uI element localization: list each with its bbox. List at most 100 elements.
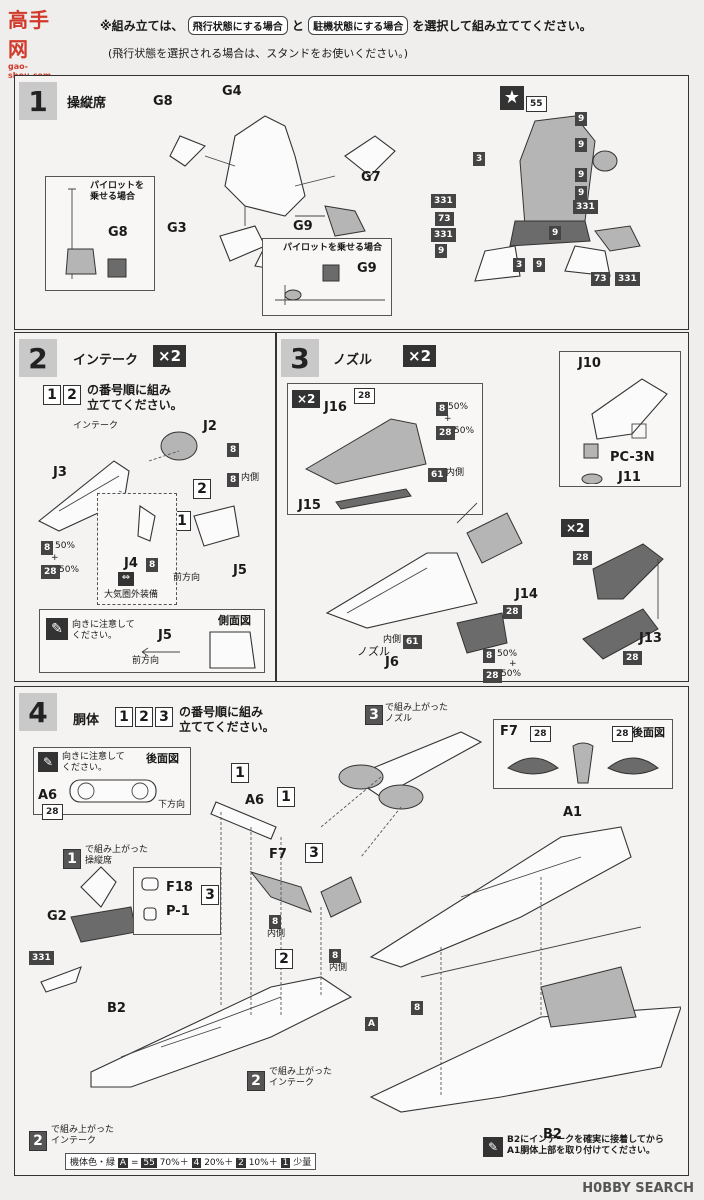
step4-part-a6: A6 [245,793,265,808]
step2-atmo-equip: 大気圏外装備 [104,590,159,600]
step2-note-drawing [141,631,256,669]
step3-mix-plus: + [444,414,452,424]
step4-rear-label: 後面図 [632,726,665,739]
step2-j4-drawing [137,505,156,542]
step2-paint-j5: 8 [227,473,240,487]
logo-glyph: 高手网 [8,8,50,61]
step3-nozzle-diagram [325,502,523,654]
step4-f7-paint2: 8 [329,949,342,963]
step3-mix-a-pct: 50% [448,402,469,412]
step3-j6-mix-a-pct: 50% [497,649,518,659]
step1-inset2-caption: パイロットを乗せる場合 [283,243,383,253]
step4-rear-part: F7 [500,724,518,739]
step4-body-color: 機体色・緑 [70,1158,116,1168]
step4-a1-paint: 8 [411,1001,424,1015]
step3-j6-inner-paint: 61 [403,635,422,649]
step4-mark-3a: 3 [305,843,323,863]
step4-callout-cockpit: で組み上がった 操縦席 [85,845,149,867]
step4-bottom-note-icon: ✎ [483,1137,503,1157]
step4-part-f7: F7 [269,847,287,862]
step1-inset2-part-g9: G9 [357,261,377,276]
step2-part-j4: J4 [124,556,138,571]
chip-flight: 飛行状態にする場合 [187,16,288,35]
step3-part-j10: J10 [578,356,601,371]
step2-note-box: ✎ 向きに注意して ください。 側面図 J5 前方向 [39,609,265,673]
step3-inset-j10: J10 PC-3N J11 [559,351,681,487]
step4-rear-drawing [507,742,659,784]
step4-f18-drawing [141,877,159,921]
formula-7: 10%＋ [248,1158,278,1168]
step2-mix-a: 8 [41,541,54,555]
step3-mix-b-pct: 50% [454,426,475,436]
step1-part-g9: G9 [293,219,313,234]
step2-order-2: 2 [63,385,81,405]
step4-mark-1b: 1 [277,787,295,807]
step4-mark-1a: 1 [231,763,249,783]
step1-paint-9g: 9 [549,226,562,240]
step1-part-g7: G7 [361,170,381,185]
step4-bottom-note: B2にインテークを確実に接着してから A1胴体上部を取り付けてください。 [507,1135,664,1157]
step2-note-side-view: 側面図 [218,614,251,627]
step4-part-a1: A1 [563,805,583,820]
step3-inner-61: 内側 [446,468,465,478]
step1-paint-55: 55 [526,96,547,112]
step4-note-drawing [69,779,157,803]
step1-paint-73: 73 [435,212,454,226]
step2-note-text: 向きに注意して ください。 [72,620,135,642]
site-logo: 高手网 gao-shou.com [8,4,70,80]
step2-j5-inner: 内側 [241,473,260,483]
formula-1: = [130,1158,139,1168]
step4-callout-intake2: で組み上がった インテーク [51,1125,115,1147]
step2-mix-a-pct: 50% [55,541,76,551]
step3-paint-28a: 28 [503,605,522,619]
step4-panel: 4 胴体 1 2 3 の番号順に組み 立ててください。 3 で組み上がった ノズ… [14,686,689,1176]
step1-paint-3: 3 [473,152,486,166]
step3-j6-mix-b-pct: 50% [501,669,522,679]
step4-callout-nozzle-num: 3 [365,705,383,725]
formula-9: 少量 [293,1158,312,1168]
step3-number: 3 [281,339,319,377]
step2-mix-b: 28 [41,565,60,579]
step3-panel: 3 ノズル ×2 ×2 J16 28 8 50% + 28 50% 61 内側 … [276,332,689,683]
step3-part-j6: J6 [385,655,399,670]
formula-6: 2 [236,1158,246,1168]
step3-part-j15: J15 [298,498,321,513]
step3-j6-inner: 内側 [383,635,402,645]
step2-mix-b-pct: 50% [59,565,80,575]
step4-part-f18: F18 [166,880,193,895]
step2-order-text: の番号順に組み 立ててください。 [87,383,183,412]
step1-seat-finished [474,115,641,282]
step1-paint-9c: 9 [575,168,588,182]
step1-inset-part-g8: G8 [108,225,128,240]
step4-note-part: A6 [38,788,58,803]
step3-paint-61: 61 [428,468,447,482]
step4-note-text: 向きに注意して ください。 [62,752,125,774]
step3-inset-mult: ×2 [292,390,321,408]
step3-j13-drawing [582,543,664,660]
step1-inset2-drawing [275,264,385,305]
step2-part-j2: J2 [203,419,217,434]
step1-part-g8: G8 [153,94,173,109]
step4-assembly-diagram [40,731,681,1113]
step3-part-j13: J13 [639,631,662,646]
step3-part-pc3n: PC-3N [610,450,655,465]
step2-multiplier: ×2 [153,345,187,367]
step1-paint-9d: 9 [575,186,588,200]
step4-g2-paint: 331 [29,951,54,965]
step3-part-j14: J14 [515,587,538,602]
step4-rear-paint-r: 28 [612,726,633,742]
formula-3: 70%＋ [159,1158,189,1168]
step4-part-b2b: B2 [543,1127,562,1142]
step4-f7-paint: 8 [269,915,282,929]
formula-5: 20%＋ [204,1158,234,1168]
formula-4: 4 [191,1158,202,1168]
step4-part-g2: G2 [47,909,67,924]
step1-paint-331b: 331 [431,194,456,208]
step4-number: 4 [19,693,57,731]
step4-note-box: ✎ 向きに注意して ください。 後面図 A6 28 下方向 [33,747,191,820]
formula-0: A [117,1158,129,1168]
step2-front-dir: 前方向 [173,573,201,583]
step2-mix-plus: + [51,553,59,563]
step3-paint-j16: 28 [354,388,375,404]
step3-inset-j16: ×2 J16 28 8 50% + 28 50% 61 内側 J15 [287,383,483,515]
